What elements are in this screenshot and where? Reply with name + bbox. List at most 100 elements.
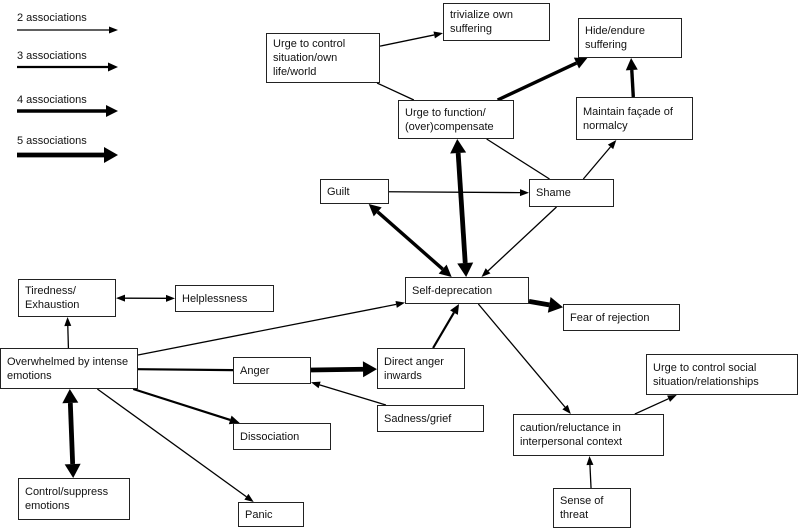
edge-anger-to-direct-anger-head-end bbox=[362, 361, 377, 378]
edge-self-deprecation-to-caution-head-end bbox=[562, 404, 571, 414]
node-dissociation: Dissociation bbox=[233, 423, 331, 450]
edge-sadness-to-anger-head-end bbox=[311, 381, 321, 389]
legend-arrow-4 bbox=[17, 105, 118, 117]
edge-overwhelmed-to-control-suppress-line bbox=[67, 402, 76, 465]
edge-direct-anger-to-self-deprecation-head-end bbox=[450, 304, 460, 315]
edge-overwhelmed-to-dissociation-line bbox=[132, 387, 231, 422]
legend-label-4: 4 associations bbox=[17, 94, 87, 106]
edge-urge-function-to-shame bbox=[486, 138, 550, 180]
node-direct-anger-inwards: Direct anger inwards bbox=[377, 348, 465, 389]
edge-self-deprecation-to-fear-rejection bbox=[528, 296, 563, 313]
edge-shame-to-self-deprecation bbox=[481, 206, 557, 277]
edge-guilt-to-shame-head-end bbox=[519, 189, 529, 197]
edge-caution-to-urge-control-social-head-end bbox=[667, 395, 677, 402]
edge-self-deprecation-to-urge-function bbox=[450, 139, 474, 277]
edge-urge-function-to-hide-endure-line bbox=[496, 61, 578, 102]
edge-urge-function-to-hide-endure-head-end bbox=[573, 57, 588, 69]
edge-urge-control-situation-to-trivialize bbox=[379, 31, 443, 47]
edge-guilt-to-shame bbox=[388, 189, 529, 197]
edge-urge-control-situation-to-trivialize-head-end bbox=[433, 31, 443, 39]
edge-overwhelmed-to-tiredness bbox=[64, 317, 72, 349]
node-urge-control-situation: Urge to control situation/own life/world bbox=[266, 33, 380, 83]
edge-overwhelmed-to-panic-line bbox=[96, 388, 247, 498]
edge-tiredness-to-helplessness bbox=[116, 294, 175, 302]
node-urge-to-function: Urge to function/ (over)compensate bbox=[398, 100, 514, 139]
node-anger: Anger bbox=[233, 357, 311, 384]
edge-self-deprecation-to-guilt-line bbox=[376, 210, 444, 271]
edge-overwhelmed-to-self-deprecation bbox=[137, 300, 405, 356]
edge-anger-to-direct-anger bbox=[310, 361, 377, 378]
edge-self-deprecation-to-caution bbox=[477, 303, 571, 414]
node-trivialize-own-suffering: trivialize own suffering bbox=[443, 3, 550, 41]
legend-arrow-3 bbox=[17, 62, 118, 72]
edge-self-deprecation-to-urge-function-line bbox=[455, 152, 468, 264]
node-sadness-grief: Sadness/grief bbox=[377, 405, 484, 432]
edge-self-deprecation-to-guilt-head-start bbox=[438, 264, 452, 277]
edge-overwhelmed-to-self-deprecation-line bbox=[137, 303, 397, 356]
node-fear-of-rejection: Fear of rejection bbox=[563, 304, 680, 331]
node-sense-of-threat: Sense of threat bbox=[553, 488, 631, 528]
edge-overwhelmed-to-tiredness-head-end bbox=[64, 317, 72, 327]
node-self-deprecation: Self-deprecation bbox=[405, 277, 529, 304]
legend-arrow-2-head-end bbox=[109, 26, 118, 34]
edge-urge-function-to-hide-endure bbox=[496, 57, 588, 102]
edge-self-deprecation-to-fear-rejection-line bbox=[528, 298, 550, 308]
edge-overwhelmed-to-control-suppress-head-end bbox=[64, 463, 81, 478]
node-overwhelmed-by-emotions: Overwhelmed by intense emotions bbox=[0, 348, 138, 389]
edge-overwhelmed-to-dissociation-head-end bbox=[228, 415, 240, 425]
edge-caution-to-urge-control-social bbox=[634, 395, 677, 415]
edge-tiredness-to-helplessness-head-start bbox=[116, 294, 126, 302]
edge-maintain-facade-to-hide-endure-head-end bbox=[625, 58, 638, 71]
node-control-suppress-emotions: Control/suppress emotions bbox=[18, 478, 130, 520]
edge-overwhelmed-to-panic-head-end bbox=[244, 493, 254, 502]
edge-overwhelmed-to-control-suppress-head-start bbox=[62, 389, 79, 404]
edge-tiredness-to-helplessness-head-end bbox=[165, 294, 175, 302]
edge-sense-threat-to-caution-head-end bbox=[586, 456, 594, 466]
edge-shame-to-self-deprecation-line bbox=[487, 206, 557, 272]
legend-label-3: 3 associations bbox=[17, 50, 87, 62]
edge-overwhelmed-to-panic bbox=[96, 388, 254, 502]
node-maintain-facade: Maintain façade of normalcy bbox=[576, 97, 693, 140]
legend-arrow-5-head-end bbox=[104, 147, 118, 163]
edge-overwhelmed-to-anger bbox=[137, 368, 234, 372]
edge-shame-to-self-deprecation-head-end bbox=[481, 268, 491, 277]
edge-guilt-to-shame-line bbox=[388, 191, 521, 194]
edge-urge-control-situation-to-urge-function bbox=[376, 82, 415, 101]
edge-shame-to-maintain-facade bbox=[582, 140, 617, 180]
edge-self-deprecation-to-fear-rejection-head-end bbox=[547, 296, 563, 313]
node-tiredness-exhaustion: Tiredness/ Exhaustion bbox=[18, 279, 116, 317]
edge-self-deprecation-to-caution-line bbox=[477, 303, 566, 408]
edge-urge-control-situation-to-trivialize-line bbox=[379, 34, 435, 47]
edge-maintain-facade-to-hide-endure-line bbox=[630, 69, 635, 98]
edge-overwhelmed-to-dissociation bbox=[132, 387, 240, 425]
legend-arrow-5 bbox=[17, 147, 118, 163]
node-urge-control-social: Urge to control social situation/relatio… bbox=[646, 354, 798, 395]
edge-shame-to-maintain-facade-line bbox=[582, 146, 612, 180]
edge-anger-to-direct-anger-line bbox=[310, 366, 364, 373]
edge-overwhelmed-to-self-deprecation-head-end bbox=[395, 300, 405, 308]
node-caution-reluctance: caution/reluctance in interpersonal cont… bbox=[513, 414, 664, 456]
edge-overwhelmed-to-control-suppress bbox=[62, 389, 81, 478]
edge-self-deprecation-to-guilt bbox=[368, 204, 452, 277]
edge-direct-anger-to-self-deprecation-line bbox=[432, 312, 455, 349]
legend-label-5: 5 associations bbox=[17, 135, 87, 147]
edge-urge-control-situation-to-urge-function-line bbox=[376, 82, 415, 101]
edge-sadness-to-anger bbox=[311, 381, 387, 406]
node-guilt: Guilt bbox=[320, 179, 389, 204]
edge-self-deprecation-to-urge-function-head-start bbox=[457, 262, 474, 277]
edge-sadness-to-anger-line bbox=[319, 384, 387, 406]
legend-arrow-4-head-end bbox=[106, 105, 118, 117]
node-hide-endure-suffering: Hide/endure suffering bbox=[578, 18, 682, 58]
edge-shame-to-maintain-facade-head-end bbox=[607, 140, 617, 150]
edge-self-deprecation-to-guilt-head-end bbox=[368, 204, 382, 217]
node-panic: Panic bbox=[238, 502, 304, 527]
edge-maintain-facade-to-hide-endure bbox=[625, 58, 638, 98]
edge-sense-threat-to-caution bbox=[586, 456, 594, 489]
legend-arrow-2 bbox=[17, 26, 118, 34]
legend-label-2: 2 associations bbox=[17, 12, 87, 24]
legend-arrow-3-head-end bbox=[108, 62, 118, 72]
edge-caution-to-urge-control-social-line bbox=[634, 398, 669, 415]
edge-sense-threat-to-caution-line bbox=[589, 464, 592, 489]
